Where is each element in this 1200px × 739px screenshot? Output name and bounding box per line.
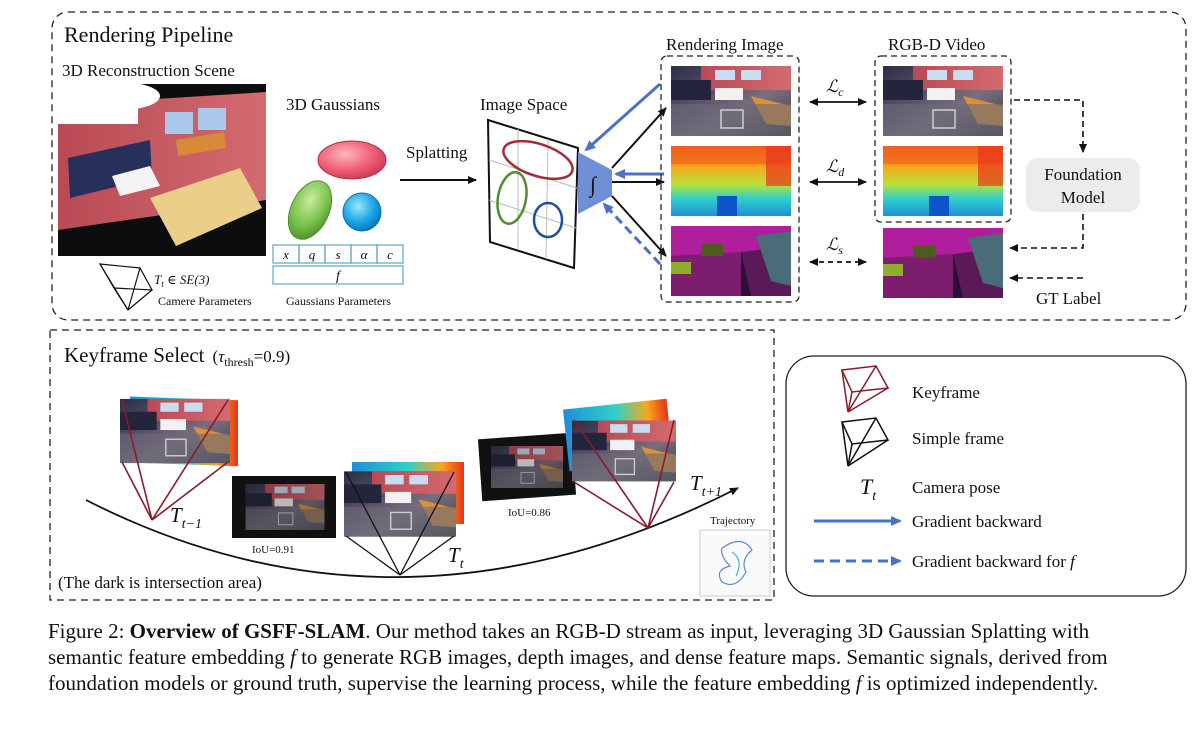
camera-trajectory-curve <box>85 487 739 579</box>
param-x: x <box>282 247 289 262</box>
rgbd-video-group <box>874 55 1012 223</box>
legend-gradient-label: Gradient backward <box>912 512 1042 531</box>
rendering-image-label: Rendering Image <box>666 35 784 54</box>
caption-text-1: . Our method takes an RGB-D stream as in… <box>48 619 1090 669</box>
rgb-to-foundation-arrow <box>1014 99 1087 153</box>
loss-s-label: ℒs <box>826 235 843 257</box>
caption-f-2: f <box>855 671 862 695</box>
pink-gaussian-ellipsoid <box>317 140 387 180</box>
legend-gradient-f-label: Gradient backward for f <box>912 552 1077 571</box>
caption-title: Overview of GSFF-SLAM <box>129 619 366 643</box>
integral-renderer-block <box>578 152 612 214</box>
keyframe-select-title: Keyframe Select(τthresh=0.9) <box>64 343 290 369</box>
pose-t-label: Tt <box>448 543 465 572</box>
figure-caption: Figure 2: Overview of GSFF-SLAM. Our met… <box>48 618 1168 696</box>
rendered-semantic-image <box>671 226 791 296</box>
camera-frustum-icon <box>98 263 154 311</box>
caption-f-1: f <box>289 645 296 669</box>
gt-depth-image <box>883 146 1003 216</box>
param-q: q <box>309 247 316 262</box>
dark-area-note: (The dark is intersection area) <box>58 573 262 592</box>
rendered-rgb-image <box>670 66 792 136</box>
rendering-image-group <box>660 55 800 303</box>
image-space-label: Image Space <box>480 95 567 114</box>
scene-label: 3D Reconstruction Scene <box>62 61 235 80</box>
rendering-pipeline-panel <box>51 11 1187 321</box>
iou-2-label: IoU=0.86 <box>508 507 551 519</box>
iou-1-label: IoU=0.91 <box>252 544 295 556</box>
simple-frame-legend-icon <box>840 417 890 467</box>
loss-d-label: ℒd <box>826 157 845 179</box>
legend-camera-pose-symbol: Tt <box>860 474 877 504</box>
caption-text-2: to generate RGB images, depth images, an… <box>48 645 1108 695</box>
gradient-arrow-rgb <box>584 82 661 152</box>
gaussian-params-row <box>272 244 404 285</box>
param-s: s <box>335 247 340 262</box>
render-arrow-rgb <box>611 107 667 169</box>
intersection-frame-2 <box>477 432 577 502</box>
param-f: f <box>336 269 342 284</box>
intersection-frame-1 <box>232 476 336 538</box>
caption-prefix: Figure 2: <box>48 619 130 643</box>
pose-tplus1-label: Tt+1 <box>690 471 722 500</box>
reconstruction-scene-image <box>58 82 266 256</box>
legend-simple-frame-label: Simple frame <box>912 429 1004 448</box>
loss-c-label: ℒc <box>826 77 844 99</box>
gt-rgb-image <box>882 66 1004 136</box>
trajectory-thumbnail <box>699 529 771 597</box>
gradient-arrow-feature <box>602 202 662 266</box>
keyframe-legend-icon <box>840 365 890 413</box>
render-arrow-semantic <box>611 195 667 257</box>
rgbd-video-label: RGB-D Video <box>888 35 985 54</box>
foundation-model-line1: Foundation <box>1044 165 1122 184</box>
pose-tminus1-label: Tt−1 <box>170 503 202 532</box>
image-space-plane <box>486 118 580 270</box>
trajectory-label: Trajectory <box>710 515 756 527</box>
keyframe-select-panel <box>49 329 775 601</box>
param-c: c <box>387 247 393 262</box>
gauss-params-label: Gaussians Parameters <box>286 294 391 308</box>
legend-camera-pose-label: Camera pose <box>912 478 1000 497</box>
foundation-to-semantic-arrow <box>1009 214 1084 252</box>
param-alpha: α <box>361 247 369 262</box>
foundation-model-box <box>1026 158 1140 212</box>
green-gaussian-ellipsoid <box>287 180 333 240</box>
gsff-slam-overview-figure: Rendering Pipeline 3D Reconstruction Sce… <box>49 11 1187 601</box>
rendering-pipeline-title: Rendering Pipeline <box>64 22 233 47</box>
legend-keyframe-label: Keyframe <box>912 383 980 402</box>
caption-text-3: is optimized independently. <box>861 671 1099 695</box>
gaussians-label: 3D Gaussians <box>286 95 380 114</box>
rendered-depth-image <box>671 146 791 216</box>
camera-pose-formula: Tt ∈ SE(3) <box>154 272 209 289</box>
splatting-label: Splatting <box>406 143 468 162</box>
gt-label: GT Label <box>1036 289 1102 308</box>
keyframe-tminus1 <box>120 396 238 521</box>
current-frame-t <box>344 462 464 576</box>
gt-semantic-image <box>883 228 1003 298</box>
foundation-model-line2: Model <box>1061 188 1106 207</box>
keyframe-tplus1 <box>563 398 676 529</box>
camera-params-label: Camere Parameters <box>158 294 252 308</box>
integral-symbol: ∫ <box>588 172 598 198</box>
blue-gaussian-ellipsoid <box>342 192 382 232</box>
legend-panel <box>785 355 1187 597</box>
